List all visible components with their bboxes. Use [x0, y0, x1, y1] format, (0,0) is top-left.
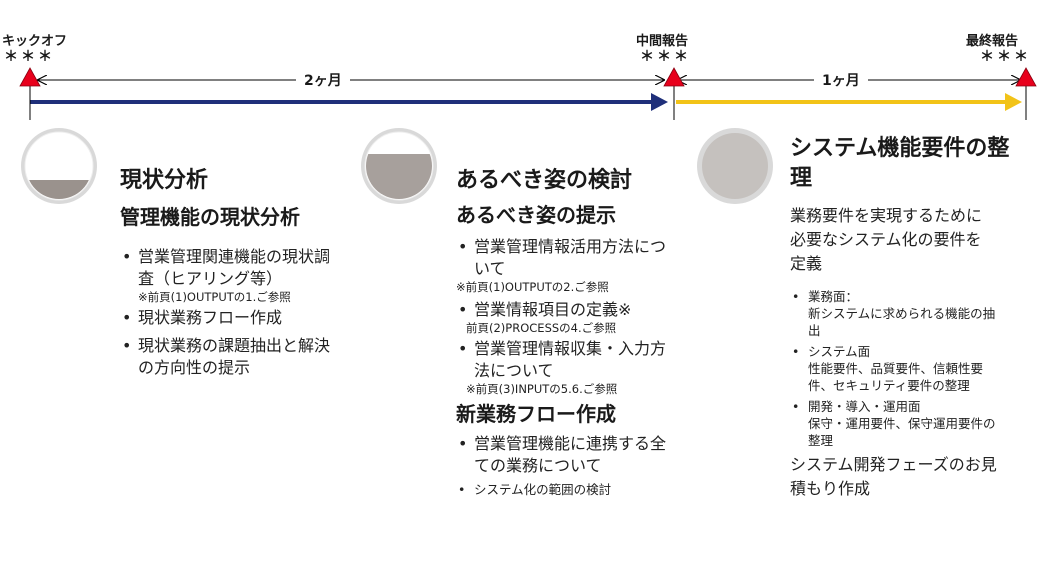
arrow-phase-2-head — [1005, 93, 1022, 111]
phase-1-subtitle: 管理機能の現状分析 — [120, 205, 300, 229]
list-item-note: ※前頁(1)OUTPUTの1.ご参照 — [138, 290, 291, 304]
arrow-phase-1-head — [651, 93, 668, 111]
list-item-note: ※前頁(3)INPUTの5.6.ご参照 — [466, 382, 618, 396]
duration-label-2: 1ヶ月 — [814, 70, 868, 90]
milestone-midterm-label: 中間報告 — [636, 34, 689, 49]
phase-2-title: あるべき姿の検討 — [456, 168, 633, 193]
list-item: 現状業務の課題抽出と解決の方向性の提示 — [120, 335, 330, 379]
list-item: 営業情報項目の定義※ — [456, 299, 671, 321]
milestone-final-label: 最終報告 — [966, 34, 1019, 49]
list-item: 営業管理情報活用方法について — [456, 236, 671, 280]
phase-2-panel: あるべき姿の検討 あるべき姿の提示 営業管理情報活用方法について ※前頁(1)O… — [456, 166, 686, 498]
progress-gauge-3-icon — [697, 128, 773, 204]
milestone-kickoff-label: キックオフ — [2, 34, 68, 49]
phase-1-panel: 現状分析 管理機能の現状分析 営業管理関連機能の現状調査（ヒアリング等） ※前頁… — [120, 166, 340, 379]
phase-3-description: 業務要件を実現するために必要なシステム化の要件を定義 — [790, 206, 983, 273]
list-item: 営業管理関連機能の現状調査（ヒアリング等） — [120, 246, 330, 290]
list-item: 現状業務フロー作成 — [120, 307, 330, 329]
milestone-kickoff-mark: ＊＊＊ — [4, 49, 55, 65]
marker-midterm-icon — [663, 67, 685, 87]
timeline-graphic — [19, 67, 1037, 120]
phase-3-title: システム機能要件の整理 — [790, 136, 1010, 191]
list-item: 業務面： 新システムに求められる機能の抽出 — [790, 288, 1005, 339]
list-item: システム面 性能要件、品質要件、信頼性要件、セキュリティ要件の整理 — [790, 343, 1005, 394]
phase-3-footer: システム開発フェーズのお見積もり作成 — [790, 455, 997, 498]
list-item: 営業管理情報収集・入力方法について — [456, 338, 671, 382]
progress-gauge-1-icon — [21, 128, 97, 204]
phase-2-subtitle-2: 新業務フロー作成 — [456, 402, 616, 426]
progress-gauge-2-icon — [361, 128, 437, 204]
marker-kickoff-icon — [19, 67, 41, 87]
phase-2-subtitle: あるべき姿の提示 — [456, 203, 616, 227]
list-item: 営業管理機能に連携する全ての業務について — [456, 433, 671, 477]
list-item-note: 前頁(2)PROCESSの4.ご参照 — [466, 321, 617, 335]
phase-3-panel: システム機能要件の整理 業務要件を実現するために必要なシステム化の要件を定義 業… — [790, 134, 1015, 501]
milestone-final-mark: ＊＊＊ — [980, 49, 1031, 65]
list-item-note: ※前頁(1)OUTPUTの2.ご参照 — [456, 280, 609, 294]
list-item: 開発・導入・運用面 保守・運用要件、保守運用要件の整理 — [790, 398, 1005, 449]
milestone-midterm-mark: ＊＊＊ — [640, 49, 691, 65]
marker-final-icon — [1015, 67, 1037, 87]
phase-1-title: 現状分析 — [120, 168, 209, 193]
duration-label-1: 2ヶ月 — [296, 70, 350, 90]
list-item: システム化の範囲の検討 — [456, 481, 671, 498]
